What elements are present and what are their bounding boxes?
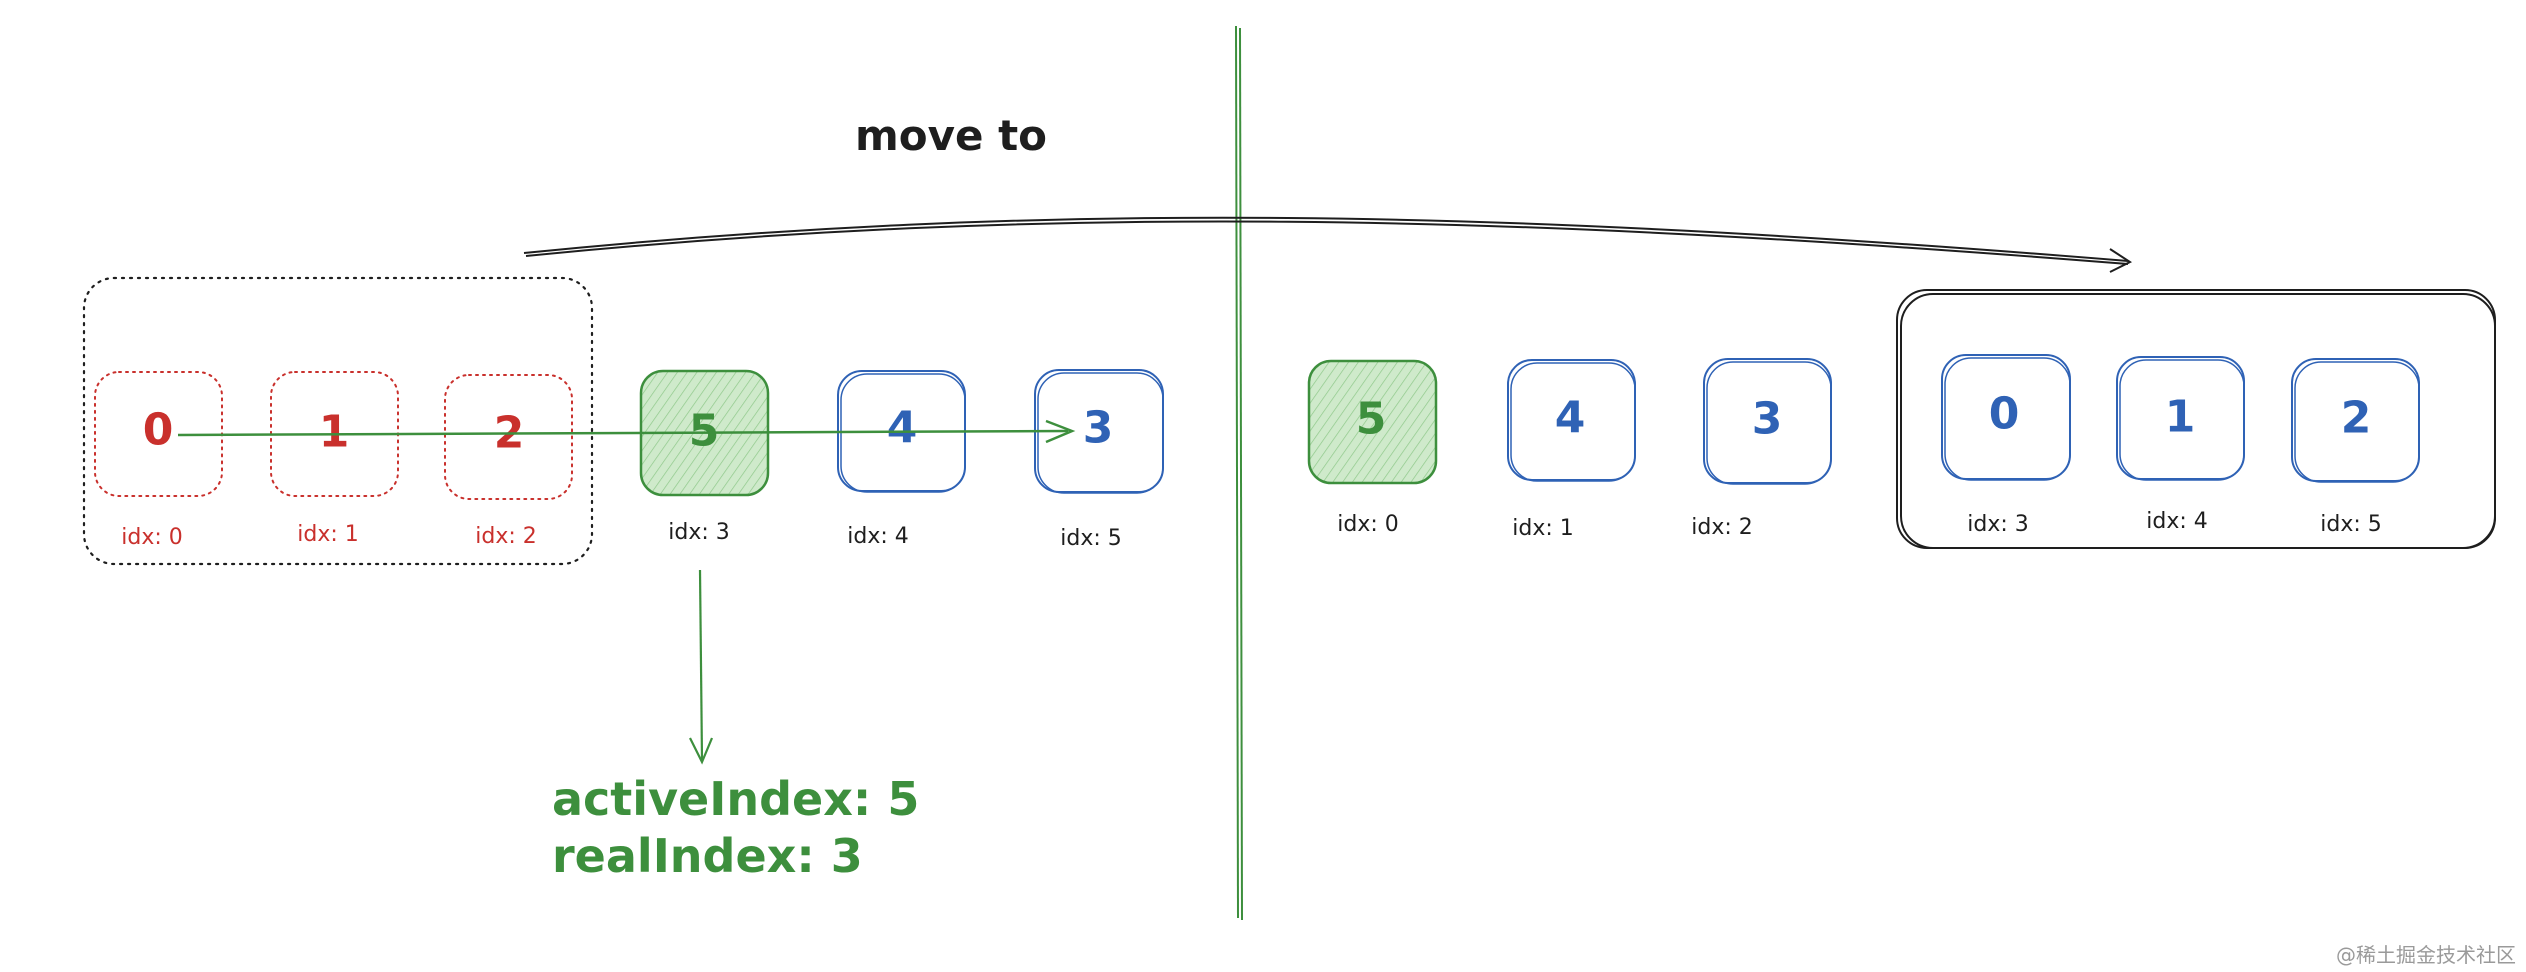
slide-box-left-2: 2 idx: 2 — [444, 374, 573, 549]
slide-index-label: idx: 1 — [1512, 516, 1574, 541]
panel-divider — [1235, 25, 1243, 921]
slide-index-label: idx: 0 — [121, 525, 183, 550]
slide-index-label: idx: 4 — [847, 524, 909, 549]
slide-label: 4 — [1555, 393, 1586, 444]
slide-box-left-1: 1 idx: 1 — [270, 371, 399, 547]
slide-box-left-0: 0 idx: 0 — [94, 371, 223, 550]
slide-box-left-3-active: 5 idx: 3 — [639, 369, 770, 545]
slide-label: 3 — [1752, 394, 1783, 445]
slide-label: 3 — [1083, 403, 1114, 454]
slide-box-right-3: 0 idx: 3 — [1941, 354, 2071, 537]
slide-label: 1 — [2165, 392, 2196, 443]
slide-label: 2 — [2341, 393, 2372, 444]
slide-index-label: idx: 5 — [2320, 512, 2382, 537]
slide-label: 1 — [319, 407, 350, 458]
slide-index-label: idx: 2 — [475, 524, 537, 549]
moved-group-box — [1896, 289, 2496, 549]
prefix-group-box — [82, 276, 594, 566]
real-index-text: realIndex: 3 — [552, 829, 863, 883]
move-to-arrow — [523, 216, 2133, 273]
traverse-arrow — [177, 419, 1076, 444]
slide-box-right-2: 3 idx: 2 — [1691, 358, 1832, 540]
slide-label: 0 — [1989, 389, 2020, 440]
slide-box-right-5: 2 idx: 5 — [2291, 358, 2420, 537]
watermark: @稀土掘金技术社区 — [2336, 943, 2516, 967]
active-index-text: activeIndex: 5 — [552, 772, 919, 826]
slide-index-label: idx: 0 — [1337, 512, 1399, 537]
slide-box-right-0-active: 5 idx: 0 — [1307, 359, 1438, 537]
slide-index-label: idx: 4 — [2146, 509, 2208, 534]
slide-index-label: idx: 3 — [1967, 512, 2029, 537]
diagram-title: move to — [855, 111, 1047, 160]
slide-box-right-4: 1 idx: 4 — [2116, 356, 2245, 534]
slide-box-right-1: 4 idx: 1 — [1507, 359, 1636, 541]
slide-index-label: idx: 5 — [1060, 526, 1122, 551]
slide-label: 5 — [689, 406, 720, 457]
slide-box-left-5: 3 idx: 5 — [1034, 369, 1164, 551]
result-arrow — [689, 569, 714, 765]
slide-label: 4 — [887, 403, 918, 454]
slide-label: 5 — [1356, 394, 1387, 445]
slide-index-label: idx: 1 — [297, 522, 359, 547]
slide-box-left-4: 4 idx: 4 — [837, 370, 966, 549]
slide-label: 0 — [143, 405, 174, 456]
slide-index-label: idx: 3 — [668, 520, 730, 545]
slide-index-label: idx: 2 — [1691, 515, 1753, 540]
